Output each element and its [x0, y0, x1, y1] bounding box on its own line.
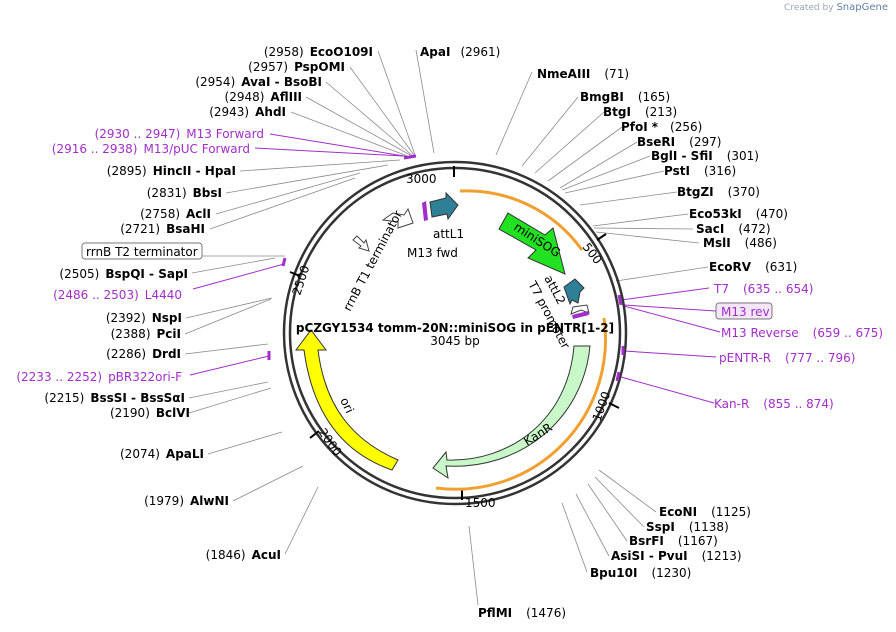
watermark-prefix: Created by — [784, 3, 834, 13]
rrnb-t1-arrow — [381, 207, 414, 229]
site-pfoi: PfoI*(256) — [621, 120, 702, 134]
site-btgzi: BtgZI(370) — [677, 185, 760, 199]
tick-label-3000: 3000 — [406, 172, 437, 186]
site-econi: EcoNI(1125) — [659, 505, 751, 519]
site-bsssi-bsssai: (2215)BssSI - BssSαI — [44, 391, 185, 405]
site-sspi: SspI(1138) — [646, 520, 729, 534]
attl1-label: attL1 — [433, 227, 464, 241]
tick-label-1500: 1500 — [465, 496, 496, 510]
m13rev-primer-mark — [572, 311, 589, 319]
kanr-label: KanR — [521, 420, 555, 448]
primer-marks — [267, 154, 625, 382]
site-afliii: (2948)AflIII — [225, 90, 302, 104]
site-asisi-pvui: AsiSI - PvuI(1213) — [611, 549, 742, 563]
primer-m13-puc-forward: (2916 .. 2938)M13/pUC Forward — [52, 142, 250, 156]
site-avai-bsobi: (2954)AvaI - BsoBI — [195, 75, 322, 89]
site-nmeaiii: NmeAIII(71) — [537, 67, 629, 81]
feature-outlines — [435, 189, 608, 491]
tick-label-2500: 2500 — [290, 264, 313, 297]
kanr-arrow — [432, 345, 591, 480]
site-bspqi-sapi: (2505)BspQI - SapI — [59, 267, 188, 281]
site-bsrfi: BsrFI(1167) — [629, 534, 718, 548]
site-psti: PstI(316) — [664, 164, 736, 178]
m13fwd-label: M13 fwd — [407, 246, 458, 260]
attl1-arrow — [429, 191, 459, 221]
site-pflmi: PflMI(1476) — [478, 606, 566, 620]
ori-label: ori — [337, 395, 356, 415]
site-bclvi: (2190)BclVI — [110, 406, 190, 420]
plasmid-size: 3045 bp — [430, 334, 480, 348]
leader-lines — [184, 49, 709, 606]
primer-m13-rev-box: M13 rev — [715, 302, 773, 320]
plasmid-name: pCZGY1534 tomm-20N::miniSOG in pENTR[1-2… — [296, 321, 614, 335]
t7-arrow — [570, 304, 590, 315]
site-ecoo109i: (2958)EcoO109I — [264, 45, 373, 59]
site-msli: MslI(486) — [703, 236, 777, 250]
site-apai: ApaI(2961) — [420, 45, 500, 59]
primer-l4440: (2486 .. 2503)L4440 — [53, 288, 182, 302]
attl2-arrow — [563, 278, 585, 306]
minisog-arrow — [498, 212, 566, 275]
site-apali: (2074)ApaLI — [120, 447, 204, 461]
site-hincii-hpai: (2895)HincII - HpaI — [107, 164, 236, 178]
rrnb-t2-arrow — [352, 235, 370, 252]
site-bbsi: (2831)BbsI — [147, 186, 222, 200]
site-bpu10i: Bpu10I(1230) — [590, 566, 691, 580]
primer-m13-forward: (2930 .. 2947)M13 Forward — [95, 127, 264, 141]
primer-pentr-r: pENTR-R(777 .. 796) — [719, 351, 855, 365]
site-btgi: BtgI(213) — [603, 105, 677, 119]
primer-m13-reverse: M13 Reverse(659 .. 675) — [721, 326, 883, 340]
site-bgli-sfii: BglI - SfiI(301) — [651, 149, 759, 163]
backbone-outer — [282, 160, 628, 506]
snapgene-watermark: Created by SnapGene — [784, 2, 888, 13]
rrnb-t2-label: rrnB T2 terminator — [86, 245, 198, 259]
snapgene-logo: SnapGene — [836, 2, 888, 13]
site-pspomi: (2957)PspOMI — [248, 60, 345, 74]
site-eco53ki: Eco53kI(470) — [689, 207, 788, 221]
site-drdi: (2286)DrdI — [106, 347, 181, 361]
site-saci: SacI(472) — [696, 222, 771, 236]
rrnb-t1-label: rrnB T1 terminator — [340, 208, 405, 313]
m13fwd-primer-mark — [422, 201, 428, 221]
site-acui: (1846)AcuI — [206, 548, 281, 562]
site-nspi: (2392)NspI — [106, 311, 182, 325]
primer-t7: T7(635 .. 654) — [713, 282, 813, 296]
site-bsahi: (2721)BsaHI — [120, 222, 205, 236]
site-acli: (2758)AclI — [140, 207, 211, 221]
ori-arrow — [295, 329, 399, 471]
site-ahdi: (2943)AhdI — [209, 105, 286, 119]
site-bseri: BseRI(297) — [637, 135, 721, 149]
rrnb-t2-terminator-box: rrnB T2 terminator — [81, 242, 285, 260]
primer-pbr322ori-f: (2233 .. 2252)pBR322ori-F — [16, 370, 182, 384]
primer-m13-rev-label: M13 rev — [721, 305, 770, 319]
primer-leader-lines — [189, 133, 721, 404]
primer-kan-r: Kan-R(855 .. 874) — [714, 397, 834, 411]
site-pcii: (2388)PciI — [111, 327, 181, 341]
site-ecorv: EcoRV(631) — [709, 260, 797, 274]
tick-marks — [289, 166, 620, 500]
site-bmgbi: BmgBI(165) — [580, 90, 670, 104]
site-alwni: (1979)AlwNI — [144, 494, 229, 508]
